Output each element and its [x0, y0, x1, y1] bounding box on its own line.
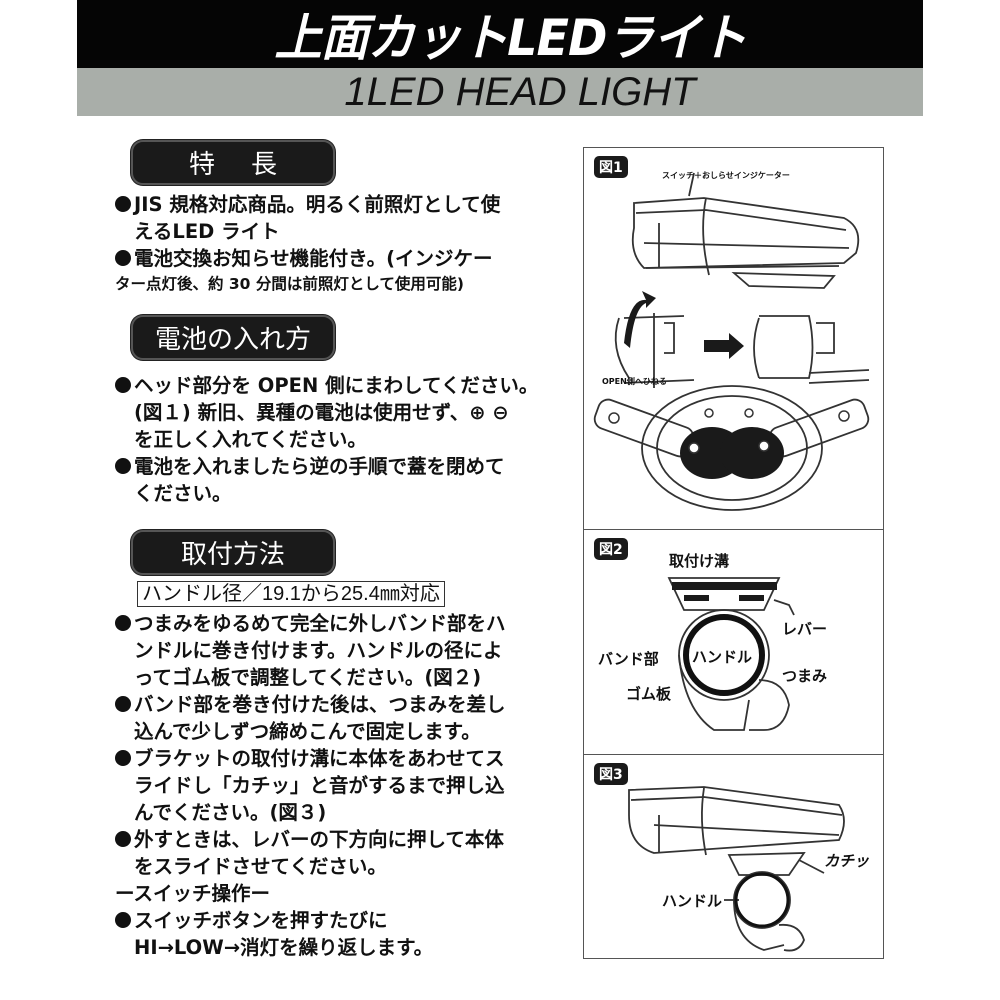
switch-heading: ースイッチ操作ー [115, 882, 271, 905]
handlebar-spec: ハンドル径／19.1から25.4㎜対応 [137, 581, 445, 607]
switch-indicator-label: スイッチ＋おしらせインジケーター [662, 171, 790, 180]
bullet-icon [115, 750, 131, 766]
headlight-battery-illustration [593, 172, 870, 511]
section-heading-features: 特長 [131, 140, 335, 185]
feature-item-1: JIS 規格対応商品。明るく前照灯として使 えるLED ライト [115, 191, 500, 245]
section-heading-battery: 電池の入れ方 [131, 315, 335, 360]
bullet-icon [115, 696, 131, 712]
section-heading-mounting: 取付方法 [131, 530, 335, 575]
battery-item-1: ヘッド部分を OPEN 側にまわしてください。 (図１) 新旧、異種の電池は使用… [115, 372, 538, 453]
rubber-pad-label: ゴム板 [626, 685, 672, 703]
figure-2-tag: 図2 [594, 538, 628, 560]
mounting-item-4: 外すときは、レバーの下方向に押して本体 をスライドさせてください。 [115, 826, 505, 880]
page-subtitle: 1LED HEAD LIGHT [344, 69, 696, 114]
section-battery: 電池の入れ方 ヘッド部分を OPEN 側にまわしてください。 (図１) 新旧、異… [115, 315, 538, 507]
knob-label: つまみ [782, 667, 828, 685]
switch-item-1: スイッチボタンを押すたびに HI→LOW→消灯を繰り返します。 [115, 907, 505, 961]
battery-item-2: 電池を入れましたら逆の手順で蓋を閉めて ください。 [115, 453, 538, 507]
figure-3-tag: 図3 [594, 763, 628, 785]
instruction-sheet: 上面カットLEDライト 1LED HEAD LIGHT 特長 JIS 規格対応商… [77, 0, 923, 1000]
mount-groove-label: 取付け溝 [669, 552, 730, 570]
bullet-icon [115, 458, 131, 474]
section-features: 特長 JIS 規格対応商品。明るく前照灯として使 えるLED ライト 電池交換お… [115, 140, 500, 296]
mounting-item-3: ブラケットの取付け溝に本体をあわせてス ライドし「カチッ」と音がするまで押し込 … [115, 745, 505, 826]
lever-label: レバー [782, 620, 828, 638]
figure-1-tag: 図1 [594, 156, 628, 178]
figure-column: 図1 スイッチ＋おしらせインジケーター OPEN側へひねる 図2 取付け溝 [583, 147, 884, 959]
click-sound-label: カチッ [824, 852, 870, 870]
band-label: バンド部 [598, 650, 659, 668]
mount-bracket-illustration [667, 577, 795, 731]
bullet-icon [115, 196, 131, 212]
bullet-icon [115, 377, 131, 393]
mounting-item-2: バンド部を巻き付けた後は、つまみを差し 込んで少しずつ締めこんで固定します。 [115, 691, 505, 745]
figure-2: 図2 取付け溝 レバー バンド部 ハンドル つまみ ゴム板 [583, 529, 884, 756]
handle-label: ハンドル [692, 648, 753, 666]
slide-mount-illustration [628, 786, 845, 952]
subtitle-bar: 1LED HEAD LIGHT [77, 68, 923, 116]
mounting-item-1: つまみをゆるめて完全に外しバンド部をハ ンドルに巻き付けます。ハンドルの径によ … [115, 610, 505, 691]
open-twist-label: OPEN側へひねる [602, 377, 667, 386]
bullet-icon [115, 912, 131, 928]
bullet-icon [115, 831, 131, 847]
title-bar: 上面カットLEDライト [77, 0, 923, 68]
figure-1: 図1 スイッチ＋おしらせインジケーター OPEN側へひねる [583, 147, 884, 531]
handle-label-fig3: ハンドル [662, 892, 723, 910]
bullet-icon [115, 615, 131, 631]
section-mounting: 取付方法 ハンドル径／19.1から25.4㎜対応 つまみをゆるめて完全に外しバン… [115, 530, 505, 961]
bullet-icon [115, 250, 131, 266]
figure-3: 図3 カチッ ハンドル [583, 754, 884, 959]
page-title: 上面カットLEDライト [274, 9, 747, 67]
feature-item-2: 電池交換お知らせ機能付き。(インジケー ター点灯後、約 30 分間は前照灯として… [115, 247, 493, 293]
